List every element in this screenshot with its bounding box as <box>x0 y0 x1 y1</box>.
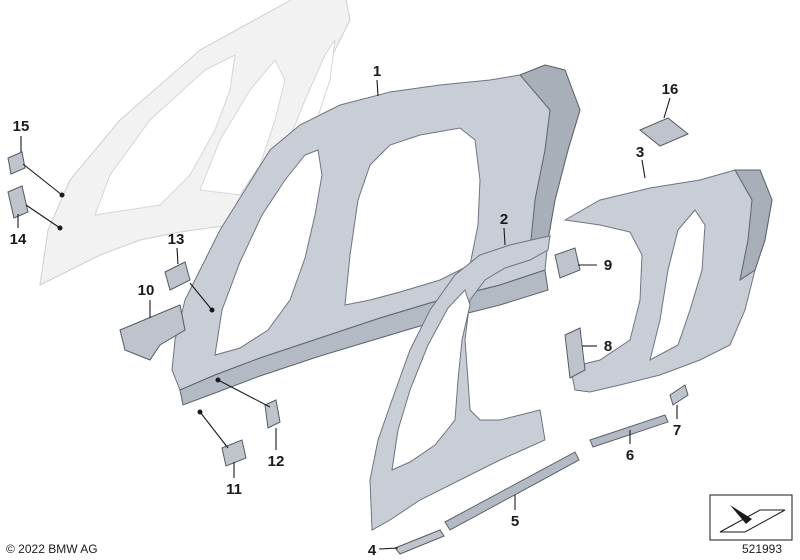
part-16-patch <box>639 117 689 147</box>
callout-16: 16 <box>662 81 679 98</box>
part-5-sill <box>444 451 580 531</box>
callout-13: 13 <box>168 231 185 248</box>
part-13-bracket <box>164 261 191 291</box>
callout-7: 7 <box>673 422 681 439</box>
part-10-bracket <box>119 304 186 361</box>
callout-9: 9 <box>604 257 612 274</box>
part-7-bracket <box>669 384 689 406</box>
leader-lines <box>17 79 678 550</box>
copyright-text: © 2022 BMW AG <box>6 542 98 556</box>
callout-15: 15 <box>13 118 30 135</box>
part-9-bracket <box>554 247 581 279</box>
part-1-side-frame <box>171 64 581 406</box>
callout-10: 10 <box>138 282 155 299</box>
part-12-bracket <box>264 399 281 429</box>
part-8-bracket <box>564 327 586 379</box>
callout-6: 6 <box>626 447 634 464</box>
part-11-bracket <box>221 439 247 467</box>
leader-dots <box>57 192 221 415</box>
part-6-sill <box>589 414 669 448</box>
callout-8: 8 <box>604 338 612 355</box>
part-4-strip <box>394 529 445 555</box>
part-2-front-section <box>369 235 551 531</box>
callout-1: 1 <box>373 63 381 80</box>
callout-11: 11 <box>226 481 242 498</box>
part-14-bracket <box>7 185 29 219</box>
diagram-number: 521993 <box>742 542 782 556</box>
ghost-side-frame <box>39 0 351 286</box>
part-15-bracket <box>7 151 26 175</box>
diagram-pictogram <box>709 494 793 541</box>
callout-12: 12 <box>268 453 285 470</box>
callout-5: 5 <box>511 513 519 530</box>
callout-2: 2 <box>500 211 508 228</box>
callout-3: 3 <box>636 144 644 161</box>
callout-14: 14 <box>10 231 27 248</box>
part-3-rear-section <box>563 169 773 393</box>
callout-4: 4 <box>368 542 377 559</box>
